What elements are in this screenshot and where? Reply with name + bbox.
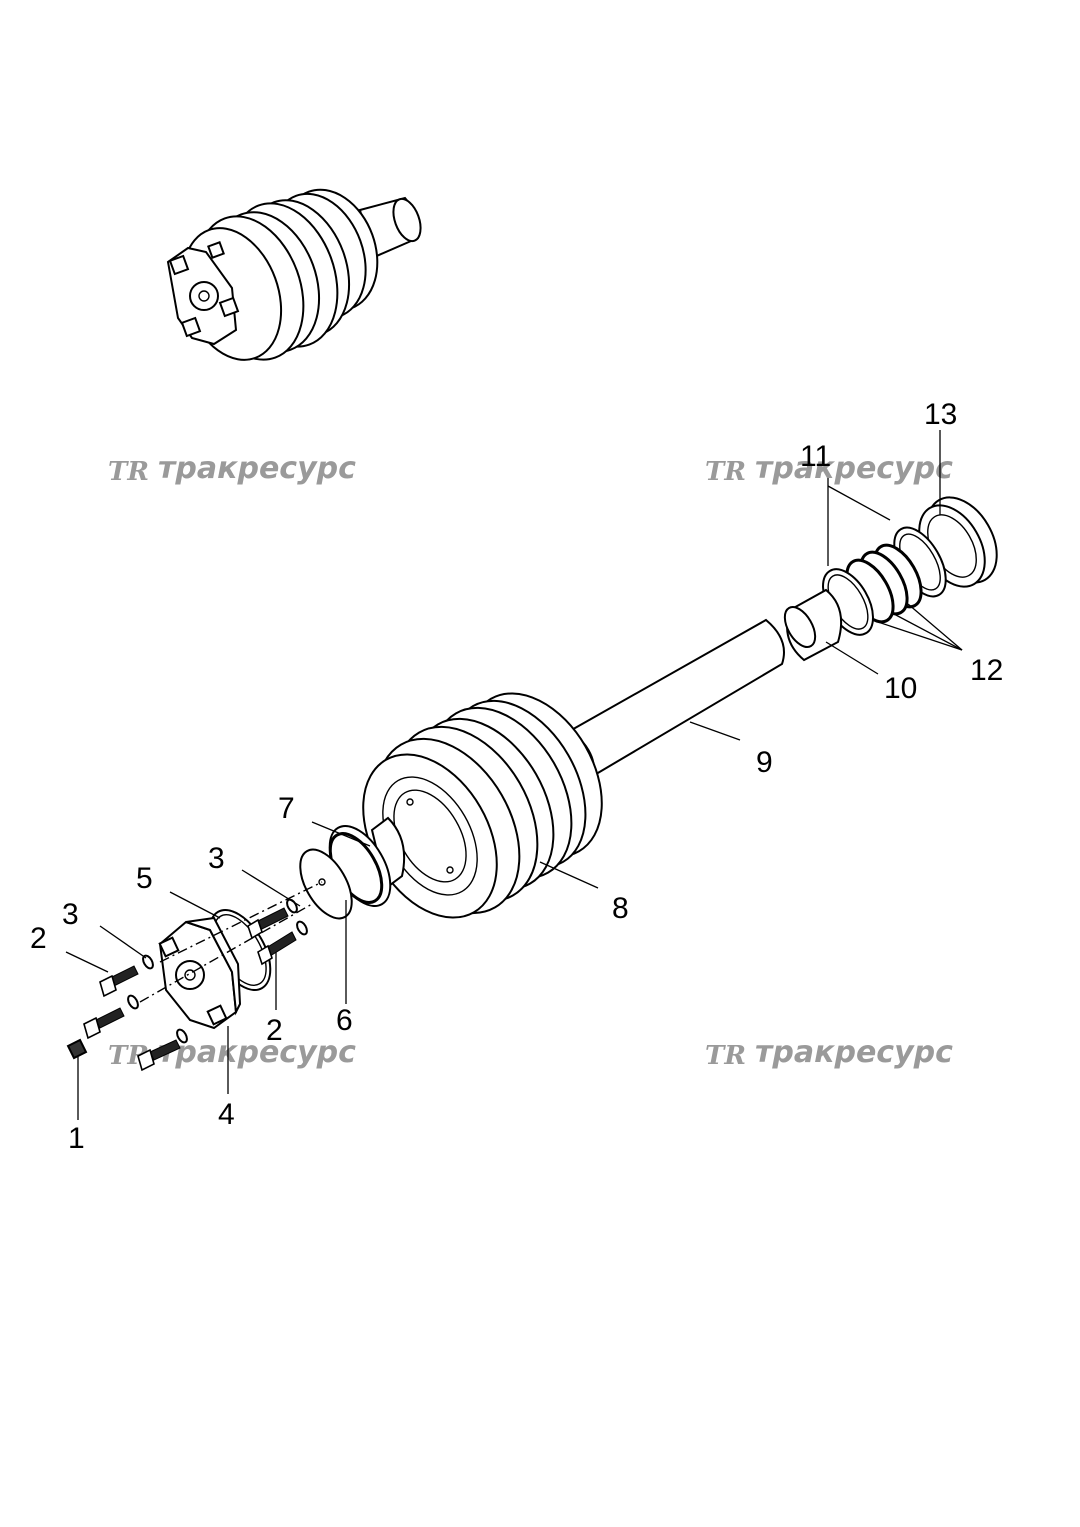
callout-12: 12 [970, 654, 1003, 687]
watermark-text: тракресурс [755, 1035, 953, 1070]
watermark-text: тракресурс [158, 451, 356, 486]
part-10-bushing [783, 588, 842, 662]
callout-3-left: 3 [62, 898, 79, 931]
watermark-bottom-right: TR тракресурс [705, 1035, 953, 1071]
part-4-end-cap [158, 916, 242, 1030]
callout-2-right: 2 [266, 1014, 283, 1047]
part-6-thrust-washer [299, 848, 353, 920]
callout-3-right: 3 [208, 842, 225, 875]
watermark-top-left: TR тракресурс [108, 451, 356, 487]
callout-1: 1 [68, 1122, 85, 1155]
callout-8: 8 [612, 892, 629, 925]
watermark-logo: TR [705, 1041, 746, 1071]
callout-9: 9 [756, 746, 773, 779]
part-3-washers [127, 898, 308, 1044]
callout-6: 6 [336, 1004, 353, 1037]
part-1-plug [66, 1038, 88, 1060]
callout-10: 10 [884, 672, 917, 705]
part-8-roller-body [362, 692, 603, 919]
callout-numbers: 13 11 12 10 9 8 7 3 5 3 2 2 6 4 1 [30, 398, 1003, 1155]
watermark-text: тракресурс [158, 1035, 356, 1070]
watermark-bottom-left: TR тракресурс [108, 1035, 356, 1071]
callout-2-left: 2 [30, 922, 47, 955]
callout-13: 13 [924, 398, 957, 431]
callout-11: 11 [800, 440, 831, 473]
callout-7: 7 [278, 792, 295, 825]
callout-5: 5 [136, 862, 153, 895]
assembled-roller-illustration [166, 188, 422, 361]
assembly-centerlines [139, 881, 323, 1003]
watermark-logo: TR [705, 457, 746, 487]
callout-4: 4 [218, 1098, 235, 1131]
watermark-top-right: TR тракресурс [705, 451, 953, 487]
watermark-text: тракресурс [755, 451, 953, 486]
watermark-logo: TR [108, 457, 149, 487]
leader-lines [65, 430, 963, 1120]
part-2-bolts [83, 907, 297, 1072]
